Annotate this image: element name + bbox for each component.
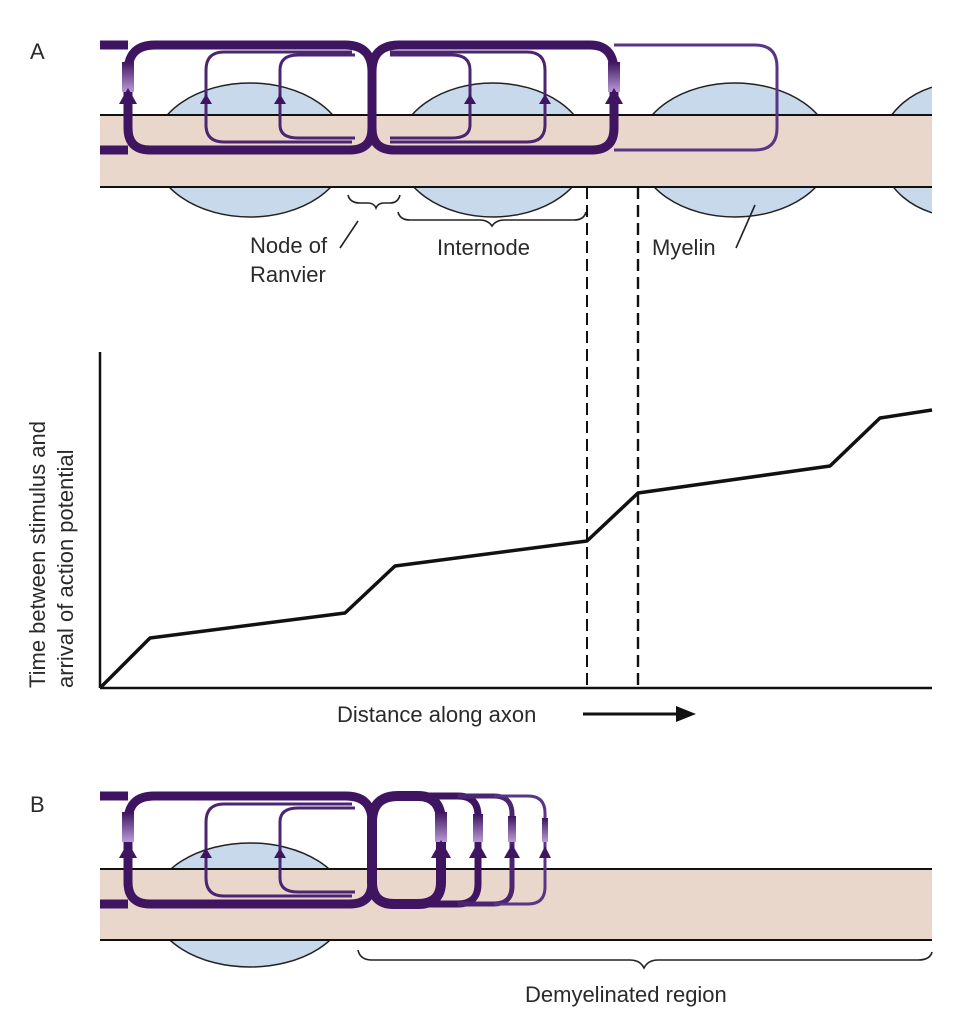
- node-of-ranvier-label-line2: Ranvier: [250, 262, 326, 287]
- current-loop-thin: [204, 112, 352, 144]
- current-loop-thin: [390, 112, 547, 144]
- current-loop: [367, 40, 619, 155]
- myelin-leader-line: [735, 204, 756, 249]
- current-fade: [608, 62, 620, 92]
- arrowhead: [539, 846, 551, 858]
- panel-a-axon-diagram: [100, 40, 932, 218]
- arrowhead: [274, 94, 286, 104]
- local-current-loops: [100, 40, 779, 155]
- current-fade: [435, 812, 447, 842]
- current-loop-thin: [278, 866, 355, 894]
- internode-label: Internode: [437, 235, 530, 260]
- internode-bracket: [397, 211, 587, 228]
- current-loop-thin: [278, 806, 355, 866]
- conduction-time-graph: Time between stimulus and arrival of act…: [25, 352, 933, 727]
- current-loop-long: [614, 43, 779, 152]
- conduction-time-curve: [98, 408, 933, 690]
- arrowhead: [200, 94, 212, 104]
- x-axis-label: Distance along axon: [337, 702, 536, 727]
- current-loop-thin: [278, 53, 355, 112]
- node-bracket: [347, 194, 401, 211]
- current-loop-thin: [390, 53, 472, 112]
- current-loop-thin: [204, 802, 352, 866]
- node-of-ranvier-label-line1: Node of: [250, 233, 328, 258]
- arrowhead: [200, 848, 212, 858]
- current-fade: [542, 818, 548, 842]
- arrowhead: [119, 88, 137, 104]
- myelin-label: Myelin: [652, 235, 716, 260]
- y-axis-label-line1: Time between stimulus and: [25, 421, 50, 688]
- demyelinated-bracket: [357, 949, 933, 970]
- arrowhead: [605, 88, 623, 104]
- arrowhead: [469, 842, 487, 858]
- arrowhead: [539, 94, 551, 104]
- current-fade: [508, 816, 516, 842]
- arrowhead: [464, 94, 476, 104]
- current-loop-thin: [390, 50, 547, 112]
- current-arrowheads-b: [119, 840, 551, 858]
- current-loop-thin: [390, 112, 472, 140]
- panel-a-label: A: [30, 39, 45, 64]
- arrowhead: [119, 842, 137, 858]
- y-axis-label-line2: arrival of action potential: [53, 450, 78, 688]
- panel-a-brackets: [339, 194, 756, 249]
- current-loop-thin: [204, 50, 352, 112]
- panel-b-label: B: [30, 792, 45, 817]
- node-leader-line: [339, 220, 359, 249]
- current-loop: [367, 791, 446, 909]
- current-fade: [122, 812, 134, 842]
- current-arrowheads: [119, 88, 623, 104]
- arrowhead: [431, 840, 451, 858]
- panel-b-axon-diagram: [100, 791, 932, 968]
- current-loop-thin: [278, 112, 355, 140]
- current-loop-thin: [204, 866, 352, 898]
- demyelinated-region-label: Demyelinated region: [525, 982, 727, 1007]
- x-axis-direction-arrowhead: [676, 706, 696, 722]
- arrowhead: [274, 848, 286, 858]
- arrowhead: [504, 844, 520, 858]
- current-fade: [473, 814, 483, 842]
- current-fade: [122, 62, 134, 92]
